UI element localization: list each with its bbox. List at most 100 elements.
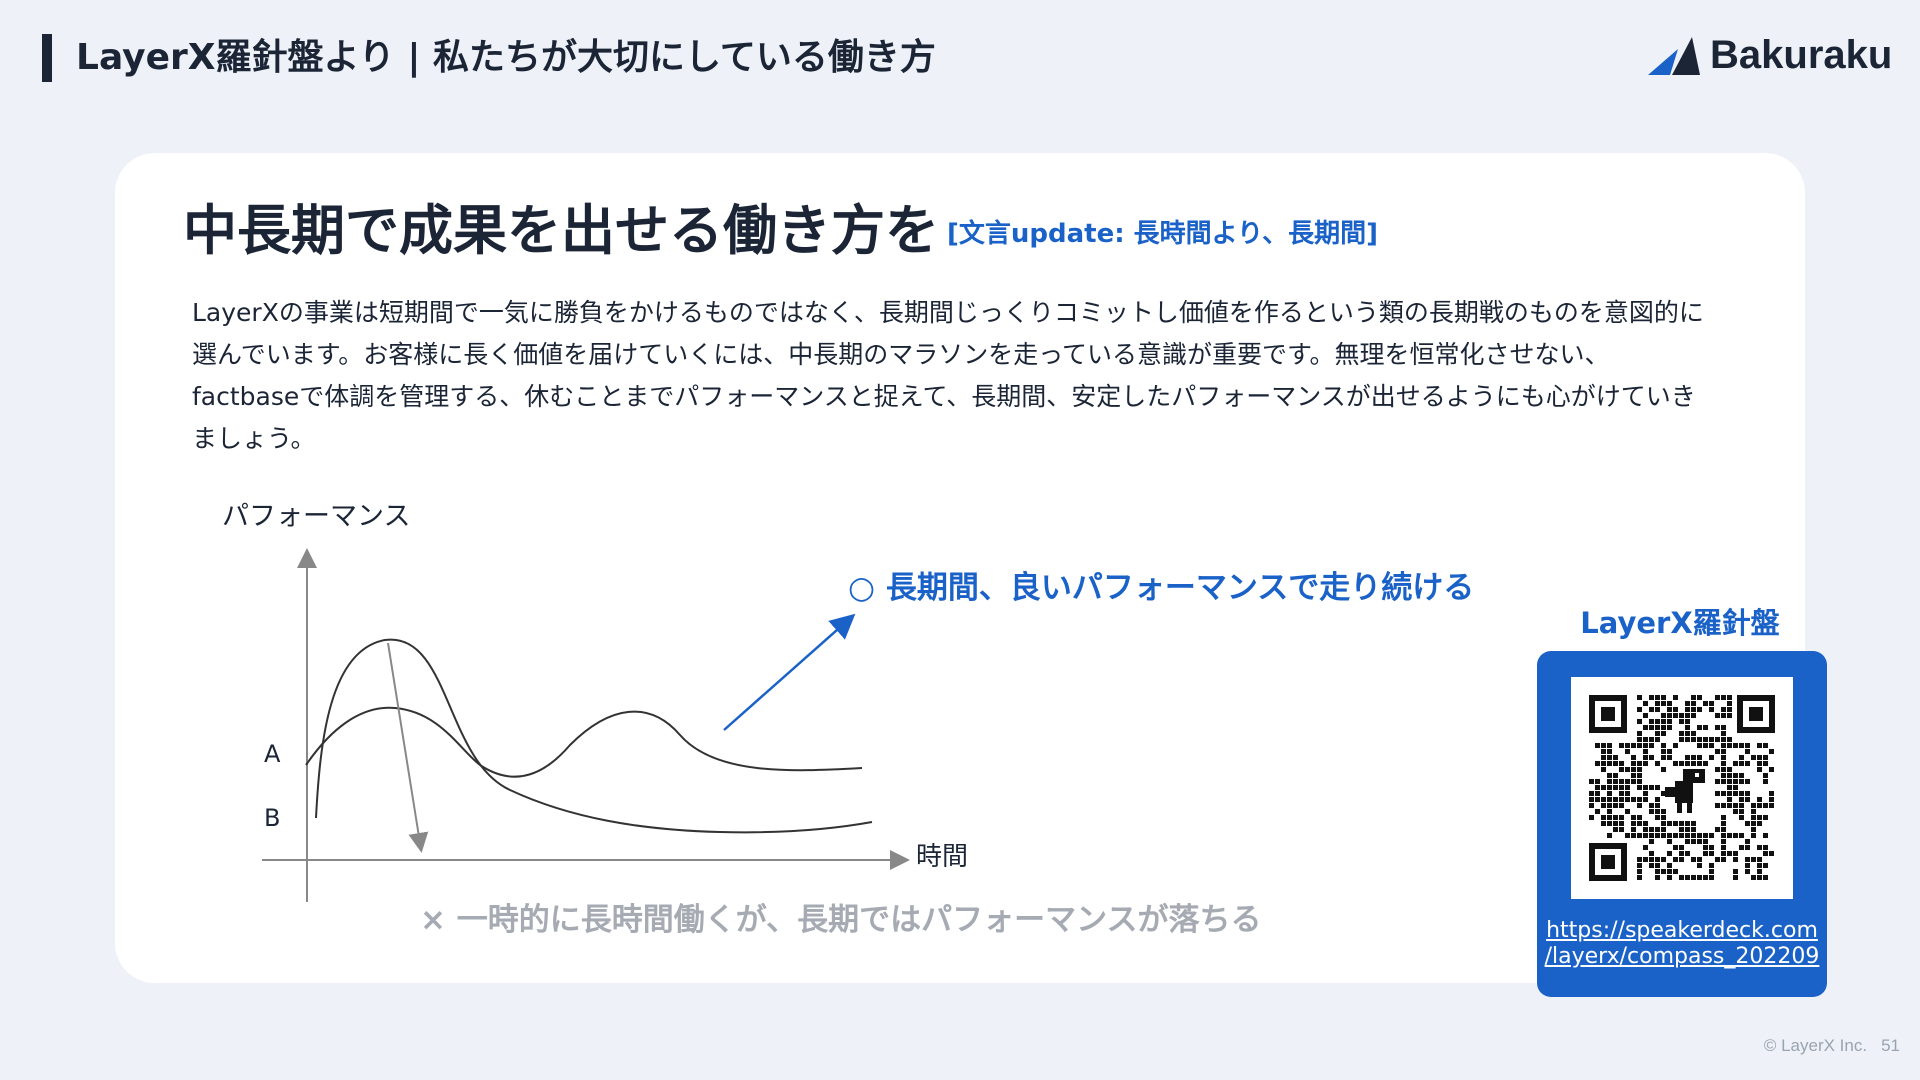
- qr-module: [1727, 833, 1732, 838]
- qr-module: [1715, 737, 1720, 742]
- qr-module: [1691, 761, 1696, 766]
- qr-module: [1637, 743, 1642, 748]
- qr-module: [1757, 743, 1762, 748]
- qr-module: [1685, 731, 1690, 736]
- qr-module: [1685, 833, 1690, 838]
- qr-module: [1727, 785, 1732, 790]
- qr-module: [1691, 707, 1696, 712]
- qr-module: [1751, 833, 1756, 838]
- qr-module: [1739, 779, 1744, 784]
- qr-module: [1601, 803, 1606, 808]
- qr-module: [1715, 779, 1720, 784]
- qr-module: [1613, 815, 1618, 820]
- qr-module: [1643, 857, 1648, 862]
- qr-module: [1631, 821, 1636, 826]
- link-line-1: https://speakerdeck.com: [1546, 918, 1818, 943]
- qr-module: [1631, 767, 1636, 772]
- qr-module: [1631, 833, 1636, 838]
- qr-module: [1703, 875, 1708, 880]
- qr-module: [1745, 761, 1750, 766]
- qr-module: [1643, 761, 1648, 766]
- qr-module: [1607, 833, 1612, 838]
- qr-module: [1679, 737, 1684, 742]
- qr-module: [1739, 755, 1744, 760]
- qr-module: [1619, 821, 1624, 826]
- qr-module: [1649, 833, 1654, 838]
- qr-module: [1721, 767, 1726, 772]
- bakuraku-logo: Bakuraku: [1648, 30, 1892, 80]
- qr-module: [1637, 857, 1642, 862]
- qr-module: [1709, 833, 1714, 838]
- qr-module: [1697, 755, 1702, 760]
- qr-module: [1727, 767, 1732, 772]
- qr-module: [1679, 827, 1684, 832]
- qr-module: [1601, 743, 1606, 748]
- qr-module: [1721, 695, 1726, 700]
- qr-module: [1691, 713, 1696, 718]
- qr-module: [1667, 863, 1672, 868]
- qr-module: [1595, 797, 1600, 802]
- qr-module: [1661, 749, 1666, 754]
- qr-code[interactable]: [1571, 677, 1793, 899]
- qr-module: [1643, 737, 1648, 742]
- qr-module: [1721, 815, 1726, 820]
- qr-module: [1655, 803, 1660, 808]
- qr-module: [1667, 701, 1672, 706]
- qr-module: [1607, 815, 1612, 820]
- qr-module: [1619, 827, 1624, 832]
- qr-module: [1631, 779, 1636, 784]
- qr-module: [1655, 809, 1660, 814]
- qr-module: [1673, 845, 1678, 850]
- qr-module: [1643, 821, 1648, 826]
- qr-module: [1685, 875, 1690, 880]
- qr-module: [1649, 755, 1654, 760]
- qr-module: [1733, 743, 1738, 748]
- qr-module: [1691, 821, 1696, 826]
- qr-module: [1589, 815, 1594, 820]
- content-card: [115, 153, 1805, 983]
- qr-module: [1763, 761, 1768, 766]
- qr-module: [1679, 875, 1684, 880]
- qr-module: [1739, 809, 1744, 814]
- qr-module: [1631, 743, 1636, 748]
- qr-module: [1679, 857, 1684, 862]
- qr-module: [1733, 875, 1738, 880]
- qr-module: [1643, 797, 1648, 802]
- qr-module: [1685, 719, 1690, 724]
- qr-module: [1721, 839, 1726, 844]
- qr-module: [1649, 863, 1654, 868]
- qr-module: [1757, 797, 1762, 802]
- qr-module: [1625, 767, 1630, 772]
- qr-module: [1697, 743, 1702, 748]
- qr-module: [1715, 767, 1720, 772]
- qr-module: [1703, 833, 1708, 838]
- qr-module: [1757, 767, 1762, 772]
- qr-module: [1649, 827, 1654, 832]
- qr-module: [1685, 827, 1690, 832]
- qr-module: [1721, 791, 1726, 796]
- qr-module: [1727, 737, 1732, 742]
- qr-module: [1637, 797, 1642, 802]
- bad-caption: × 一時的に長時間働くが、長期ではパフォーマンスが落ちる: [420, 902, 1262, 938]
- qr-module: [1625, 809, 1630, 814]
- qr-module: [1595, 761, 1600, 766]
- qr-module: [1607, 779, 1612, 784]
- qr-module: [1733, 779, 1738, 784]
- qr-module: [1709, 755, 1714, 760]
- qr-module: [1769, 767, 1774, 772]
- qr-module: [1715, 749, 1720, 754]
- qr-module: [1697, 875, 1702, 880]
- qr-module: [1727, 743, 1732, 748]
- qr-module: [1763, 779, 1768, 784]
- qr-module: [1709, 743, 1714, 748]
- qr-module: [1745, 839, 1750, 844]
- qr-module: [1667, 719, 1672, 724]
- qr-module: [1631, 773, 1636, 778]
- speakerdeck-link[interactable]: https://speakerdeck.com /layerx/compass_…: [1537, 918, 1827, 970]
- qr-module: [1595, 809, 1600, 814]
- qr-module: [1643, 701, 1648, 706]
- qr-module: [1679, 821, 1684, 826]
- qr-module: [1715, 713, 1720, 718]
- qr-module: [1661, 815, 1666, 820]
- qr-module: [1607, 809, 1612, 814]
